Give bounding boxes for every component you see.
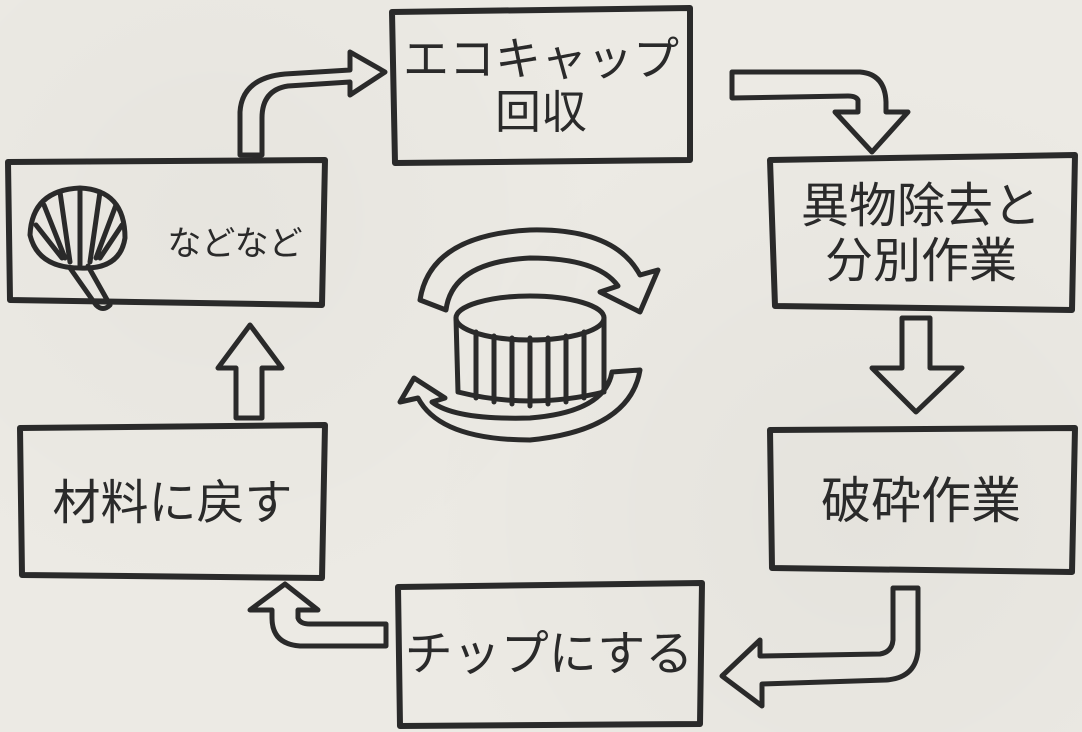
step-sort-line2: 分別作業	[824, 233, 1017, 289]
box-material-frame	[17, 422, 328, 581]
step-material-label: 材料に戻す	[52, 475, 293, 532]
step-material: 材料に戻す	[20, 428, 325, 580]
box-crush-frame	[767, 425, 1078, 575]
step-sort-line1: 異物除去と	[800, 177, 1041, 234]
arrow-products-to-collect	[237, 49, 388, 158]
step-chip: チップにする	[398, 585, 700, 725]
step-products-label: などなど	[167, 224, 303, 265]
step-crush: 破砕作業	[770, 432, 1072, 572]
box-collect-frame	[389, 5, 693, 166]
step-chip-label: チップにする	[404, 626, 694, 683]
step-products: などなど	[150, 215, 320, 275]
arrow-sort-to-crush	[869, 315, 965, 415]
arrow-crush-to-chip	[719, 585, 921, 709]
step-collect-line2: 回収	[495, 84, 587, 139]
box-sort-frame	[767, 152, 1078, 313]
step-collect-line1: エコキャップ	[403, 31, 679, 86]
uchiwa-fan-icon	[27, 185, 128, 311]
arrow-collect-to-sort	[729, 69, 911, 155]
arrow-chip-to-material	[247, 581, 389, 649]
step-collect: エコキャップ 回収	[392, 8, 690, 163]
step-sort: 異物除去と 分別作業	[770, 158, 1072, 310]
bottle-cap-recycle-icon	[397, 227, 661, 443]
box-products-frame	[5, 157, 328, 308]
step-crush-label: 破砕作業	[821, 472, 1021, 531]
arrow-material-to-products	[215, 322, 285, 421]
box-chip-frame	[395, 580, 705, 729]
